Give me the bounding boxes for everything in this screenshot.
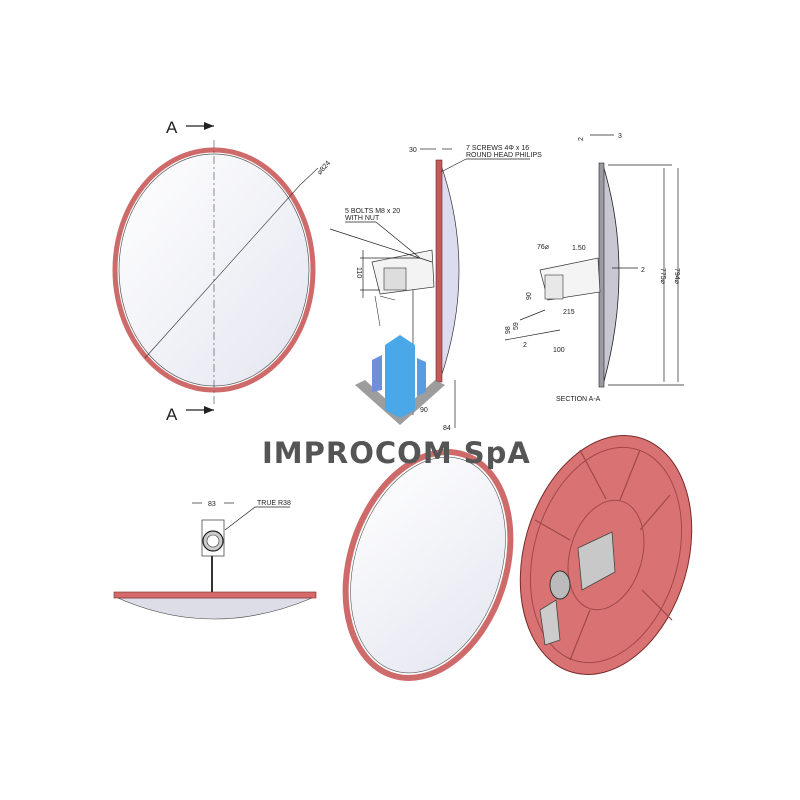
screws-note-2: ROUND HEAD PHILIPS (466, 152, 542, 159)
dim-2-top: 2 (578, 137, 585, 141)
side-rim (435, 159, 443, 383)
iso-front-view (342, 449, 514, 681)
back-clamp (549, 570, 571, 600)
screws-note: 7 SCREWS 4Φ x 16 (466, 145, 529, 152)
section-view: 775⌀ 794⌀ 3 2 2 76⌀ 1.50 90 215 98 59 2 … (504, 133, 684, 403)
section-label-bottom: A (166, 405, 178, 424)
dim-98: 98 (505, 326, 512, 334)
dim-59: 59 (513, 322, 520, 330)
dish-profile (439, 161, 460, 381)
dim-2-center: 2 (641, 267, 645, 274)
arrow-icon (204, 122, 214, 130)
dim-2-bottom: 2 (523, 342, 527, 349)
dim-100: 100 (553, 347, 565, 354)
side-view: 30 7 SCREWS 4Φ x 16 ROUND HEAD PHILIPS 5… (329, 145, 542, 432)
dim-775: 775⌀ (659, 268, 666, 284)
top-dish (117, 597, 313, 620)
section-title: SECTION A-A (556, 396, 601, 403)
dim-90-section: 90 (526, 292, 533, 300)
section-label-top: A (166, 118, 178, 137)
dim-90: 90 (420, 407, 428, 414)
top-rim (113, 591, 317, 599)
dim-110: 110 (355, 267, 362, 278)
diameter-label: ⌀824 (316, 160, 332, 177)
dim-30: 30 (409, 147, 417, 154)
dim-150: 1.50 (572, 245, 586, 252)
iso-mirror (350, 456, 506, 674)
dim-794: 794⌀ (673, 268, 680, 284)
top-view: 83 TRUE R38 (113, 500, 317, 620)
dim-84: 84 (443, 425, 451, 432)
front-view: ⌀824 A A (112, 118, 332, 424)
dim-76: 76⌀ (537, 244, 549, 251)
brand-watermark: IMPROCOM SpA (262, 436, 531, 470)
iso-back-view (519, 435, 693, 675)
bolts-note-2: WITH NUT (345, 215, 380, 222)
section-dish (602, 164, 620, 386)
bolts-note: 5 BOLTS M8 x 20 (345, 208, 400, 215)
company-logo (355, 335, 445, 425)
arrow-icon (204, 406, 214, 414)
true-r38-note: TRUE R38 (257, 500, 291, 507)
back-bracket (577, 531, 616, 591)
section-rim (598, 162, 605, 388)
dim-215: 215 (563, 309, 575, 316)
diameter-line (144, 184, 301, 359)
mirror-rim (112, 147, 316, 393)
iso-rim (342, 449, 514, 681)
dim-83: 83 (208, 501, 216, 508)
dim-3: 3 (618, 133, 622, 140)
